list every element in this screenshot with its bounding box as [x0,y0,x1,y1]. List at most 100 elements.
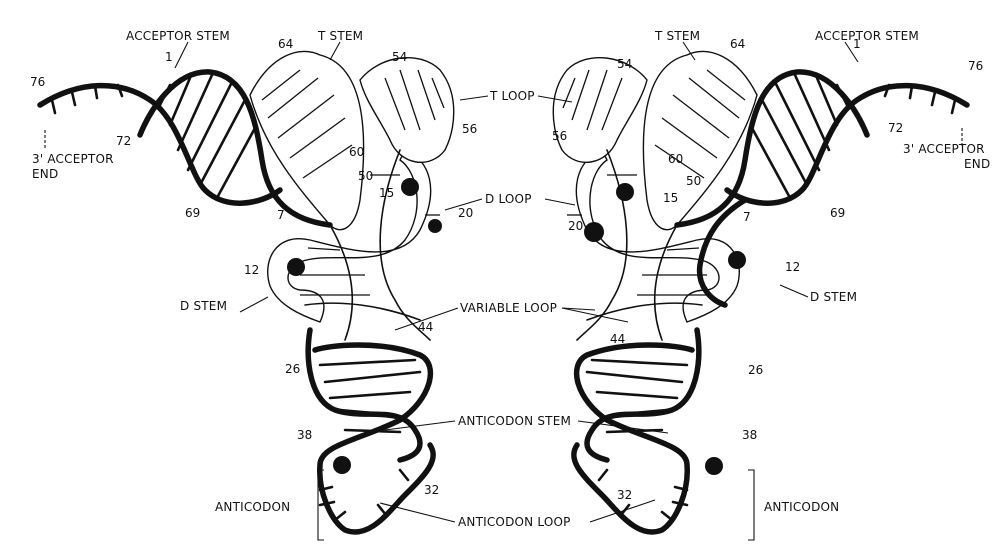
t-arm-ribbon [642,50,758,231]
trna-left-view: ACCEPTOR STEM T STEM T LOOP D LOOP D STE… [30,29,571,541]
left-variable-loop [304,302,421,321]
modified-base-dot [428,219,442,233]
left-core-strand-1 [329,224,354,341]
leader-d-stem [779,284,809,298]
label-acceptor-stem: ACCEPTOR STEM [815,29,919,43]
t-stem-base-pairs [562,69,746,179]
residue-76: 76 [30,75,45,89]
label-acceptor-stem: ACCEPTOR STEM [126,29,230,43]
residue-12: 12 [785,260,800,274]
residue-1: 1 [165,50,173,64]
residue-7: 7 [743,210,751,224]
residue-60: 60 [349,145,364,159]
anticodon-strand-a [312,342,436,535]
label-anticodon: ANTICODON [764,500,839,514]
leader-t-stem [682,41,696,61]
leader-d-loop [544,198,576,206]
leader-d-stem [239,296,269,313]
left-core-strand-2 [379,149,431,341]
leader-anticodon-loop [379,502,456,523]
leader-anticodon-stem [384,420,456,431]
leader-anticodon-stem [577,420,669,434]
t-stem-base-pairs [261,69,445,179]
residue-69: 69 [185,206,200,220]
residue-54: 54 [392,50,407,64]
t-loop-ribbon [359,57,455,164]
anticodon-stem-base-pairs [318,358,422,434]
label-anticodon-stem: ANTICODON STEM [458,414,571,428]
left-core-pairs [300,174,440,296]
label-anticodon-loop: ANTICODON LOOP [458,515,571,529]
t-arm-ribbon [249,50,365,231]
d-arm-thick-strand [696,197,748,308]
leader-t-loop [459,95,489,101]
residue-7: 7 [277,208,285,222]
residue-1: 1 [853,37,861,51]
modified-base-dot [287,258,305,276]
residue-64: 64 [278,37,293,51]
residue-60: 60 [668,152,683,166]
label-d-stem: D STEM [180,299,227,313]
leader-variable-loop [394,307,459,331]
right-core-strand-1 [653,224,678,341]
label-t-stem: T STEM [654,29,700,43]
residue-44: 44 [610,332,625,346]
leader-t-loop [537,95,573,103]
d-arm-ribbon [575,149,740,323]
leader-variable-loop [561,307,629,323]
anticodon-bracket [317,469,324,541]
label-acceptor-end-line1: 3' ACCEPTOR [903,142,985,156]
residue-20: 20 [458,206,473,220]
label-anticodon: ANTICODON [215,500,290,514]
residue-12: 12 [244,263,259,277]
modified-base-dot [705,457,723,475]
t-loop-ribbon [552,57,648,164]
anticodon-stem-base-pairs [585,358,689,434]
residue-72: 72 [888,121,903,135]
leader-anticodon-loop [589,499,656,523]
leader-acceptor-stem [174,41,189,69]
residue-54: 54 [617,57,632,71]
modified-base-dot [616,183,634,201]
modified-base-dot [728,251,746,269]
acceptor-end-ticks [50,83,124,115]
d-arm-ribbon [267,149,432,323]
anticodon-strand-a [571,342,695,535]
label-t-loop: T LOOP [489,89,535,103]
leader-t-stem [329,41,341,61]
residue-26: 26 [285,362,300,376]
residue-32: 32 [617,488,632,502]
residue-56: 56 [462,122,477,136]
residue-20: 20 [568,219,583,233]
modified-base-dot [584,222,604,242]
residue-72: 72 [116,134,131,148]
residue-50: 50 [358,169,373,183]
leader-acceptor-stem [844,41,859,63]
leader-variable-loop-right-tail [561,307,596,311]
label-acceptor-end-line1: 3' ACCEPTOR [32,152,114,166]
leader-d-loop [444,198,483,211]
residue-15: 15 [663,191,678,205]
acceptor-stem-base-pairs [158,73,257,198]
label-acceptor-end-line2: END [964,157,990,171]
label-d-loop: D LOOP [485,192,532,206]
label-variable-loop: VARIABLE LOOP [460,301,557,315]
acceptor-stem-base-pairs [750,73,849,198]
residue-76: 76 [968,59,983,73]
residue-38: 38 [742,428,757,442]
modified-base-dot [401,178,419,196]
label-d-stem: D STEM [810,290,857,304]
acceptor-end-ticks [883,83,957,115]
residue-69: 69 [830,206,845,220]
label-t-stem: T STEM [317,29,363,43]
residue-15: 15 [379,186,394,200]
residue-32: 32 [424,483,439,497]
label-acceptor-end-line2: END [32,167,58,181]
residue-26: 26 [748,363,763,377]
right-core-pairs [567,174,707,296]
residue-64: 64 [730,37,745,51]
anticodon-loop-ticks [318,468,410,522]
residue-44: 44 [418,320,433,334]
modified-base-dot [333,456,351,474]
